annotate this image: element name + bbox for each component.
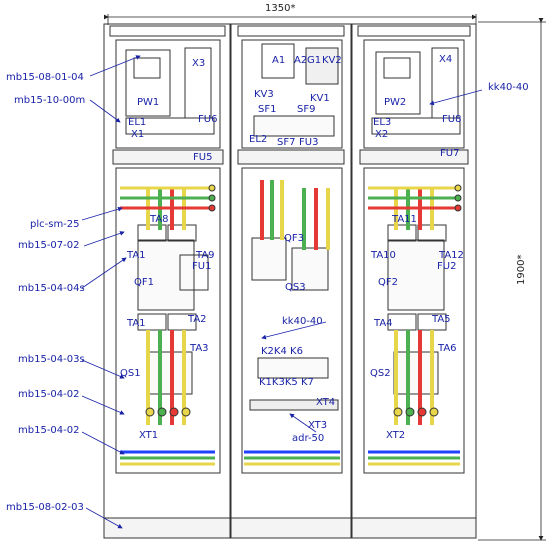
label-qs1: QS1	[120, 368, 141, 379]
label-fu2: FU2	[437, 261, 457, 272]
label-ta9: TA9	[196, 250, 215, 261]
label-ta3: TA3	[190, 343, 209, 354]
label-qf3: QF3	[284, 233, 304, 244]
label-k1-k3-k5-k7: K1K3K5 K7	[259, 377, 314, 388]
label-pw2: PW2	[384, 97, 407, 108]
callout-kk40-40-right: kk40-40	[488, 82, 529, 93]
callout-kk40-40-middle: kk40-40	[282, 316, 323, 327]
label-ta5: TA5	[432, 314, 451, 325]
label-xt3: XT3	[308, 420, 328, 431]
label-ta10: TA10	[371, 250, 396, 261]
label-ta8: TA8	[150, 214, 169, 225]
label-kv3: KV3	[254, 89, 274, 100]
label-el1: EL1	[128, 117, 147, 128]
label-ta11: TA11	[392, 214, 417, 225]
label-xt2: XT2	[386, 430, 406, 441]
label-sf1: SF1	[258, 104, 277, 115]
label-fu5: FU5	[193, 152, 213, 163]
label-fu8: FU8	[442, 114, 462, 125]
callout-plc-sm-25: plc-sm-25	[30, 219, 80, 230]
right-cabinet	[351, 23, 477, 539]
left-wiring	[120, 186, 215, 466]
callout-mb15-04-02-b: mb15-04-02	[18, 425, 80, 436]
label-kv1: KV1	[310, 93, 330, 104]
middle-cabinet	[230, 23, 352, 539]
label-qf2: QF2	[378, 277, 398, 288]
label-ta6: TA6	[438, 343, 457, 354]
label-pw1: PW1	[137, 97, 160, 108]
label-ta12: TA12	[439, 250, 464, 261]
callout-mb15-04-02-a: mb15-04-02	[18, 389, 80, 400]
callout-adr-50: adr-50	[292, 433, 325, 444]
label-ta1-top: TA1	[127, 250, 146, 261]
width-dimension: 1350*	[265, 3, 296, 14]
label-fu3: FU3	[299, 137, 319, 148]
callout-mb15-08-01-04: mb15-08-01-04	[6, 72, 84, 83]
label-kv2: KV2	[322, 55, 342, 66]
height-dimension: 1900*	[516, 254, 527, 285]
callout-mb15-04-04s: mb15-04-04s	[18, 283, 85, 294]
label-ta4: TA4	[374, 318, 393, 329]
leader-lines	[81, 55, 483, 529]
left-cabinet	[103, 23, 231, 539]
label-g1: G1	[307, 55, 322, 66]
label-qf1: QF1	[134, 277, 154, 288]
left-terminals	[145, 184, 216, 417]
label-ta2: TA2	[188, 314, 207, 325]
label-fu1: FU1	[192, 261, 212, 272]
label-k2-k4-k6: K2K4 K6	[261, 346, 303, 357]
label-qs2: QS2	[370, 368, 391, 379]
label-el2: EL2	[249, 134, 268, 145]
callout-mb15-08-02-03: mb15-08-02-03	[6, 502, 84, 513]
label-ta1-bottom: TA1	[127, 318, 146, 329]
label-sf7: SF7	[277, 137, 296, 148]
middle-wiring	[244, 180, 340, 466]
label-x4: X4	[439, 54, 453, 65]
callout-mb15-04-03s: mb15-04-03s	[18, 354, 85, 365]
label-el3: EL3	[373, 117, 392, 128]
label-xt1: XT1	[139, 430, 159, 441]
callout-mb15-10-00m: mb15-10-00m	[14, 95, 86, 106]
dimension-lines	[104, 14, 546, 541]
label-a1: A1	[272, 55, 286, 66]
label-fu6: FU6	[198, 114, 218, 125]
label-xt4: XT4	[316, 397, 336, 408]
callout-mb15-07-02: mb15-07-02	[18, 240, 80, 251]
right-terminals	[393, 184, 462, 417]
label-x2: X2	[375, 129, 389, 140]
label-a2: A2	[294, 55, 308, 66]
label-qs3: QS3	[285, 282, 306, 293]
label-x3: X3	[192, 58, 206, 69]
label-sf9: SF9	[297, 104, 316, 115]
label-x1: X1	[131, 129, 145, 140]
label-fu7: FU7	[440, 148, 460, 159]
